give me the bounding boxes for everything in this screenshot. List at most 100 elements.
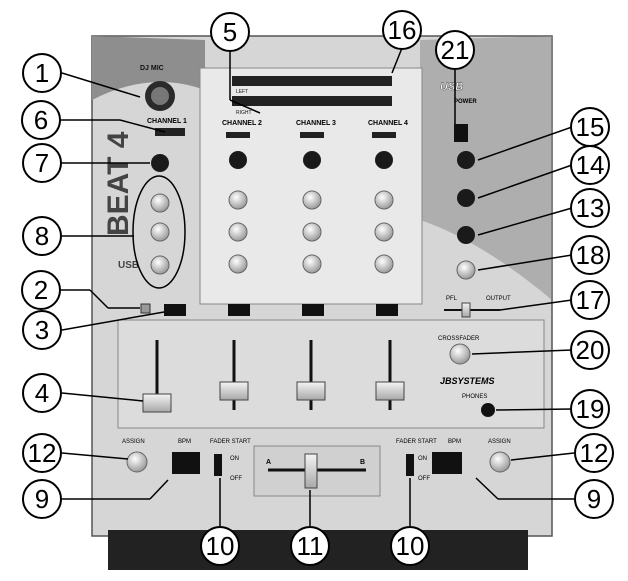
phones-label: PHONES (462, 394, 487, 400)
callout-number: 3 (35, 315, 49, 345)
beat4-vertical-brand: BEAT 4 (102, 131, 135, 236)
callout-number: 2 (34, 275, 48, 305)
callout-circle (570, 235, 610, 275)
on-label-right: ON (418, 456, 427, 462)
callout-number: 21 (441, 35, 470, 65)
callout-number: 14 (576, 150, 605, 180)
callout-number: 20 (576, 335, 605, 365)
top-right-shade (420, 36, 552, 300)
output-label: OUTPUT (486, 296, 511, 302)
channel-1-label: CHANNEL 1 (147, 118, 187, 125)
callout-circle (570, 145, 610, 185)
callout-circle (210, 12, 250, 52)
callout-number: 10 (206, 531, 235, 561)
fader-start-label-left: FADER START (210, 439, 251, 445)
usb-vertical-label: USB (118, 260, 139, 271)
ch1-cue-button (164, 304, 186, 316)
fader-start-switch-right (406, 454, 414, 476)
cue-mix-knob (456, 260, 476, 280)
brand-logo: JBSYSTEMS (440, 376, 495, 386)
vu-right-label: RIGHT (236, 110, 252, 116)
callout-circle (22, 433, 62, 473)
channel-2-label: CHANNEL 2 (222, 120, 262, 127)
phones-jack (481, 403, 495, 417)
callout-number: 6 (34, 105, 48, 135)
crossfader-b-label: B (360, 459, 365, 466)
ch1-gain-knob (151, 154, 169, 172)
usb-gain-knob (457, 226, 475, 244)
vu-meter-right (232, 96, 392, 106)
callout-circle (435, 30, 475, 70)
callout-number: 9 (587, 484, 601, 514)
top-left-shade (92, 36, 205, 100)
callout-number: 8 (35, 221, 49, 251)
callout-number: 11 (297, 531, 324, 561)
ch3-input-switch (300, 132, 324, 138)
channel-faders (142, 340, 405, 413)
crossfader-curve-knob (449, 343, 471, 365)
callout-number: 5 (223, 17, 237, 47)
callout-circle (22, 310, 62, 350)
callout-number: 1 (35, 58, 49, 88)
callout-number: 17 (576, 285, 605, 315)
mic-gain-knob (457, 189, 475, 207)
ch2-gain-knob (229, 151, 247, 169)
assign-knob-left (126, 451, 148, 473)
callout-circle (21, 100, 61, 140)
ch4-cue-button (376, 304, 398, 316)
ch4-gain-knob (375, 151, 393, 169)
callout-number: 12 (580, 438, 609, 468)
ch3-gain-knob (303, 151, 321, 169)
fader-start-switch-left (214, 454, 222, 476)
callout-circle (22, 373, 62, 413)
dj-mic-label: DJ MIC (140, 65, 164, 72)
callout-circle (22, 143, 62, 183)
fader-panel (117, 319, 545, 429)
eq-group-outline (132, 175, 186, 289)
ch2-cue-button (228, 304, 250, 316)
on-label-left: ON (230, 456, 239, 462)
ch1-input-switch (155, 128, 185, 136)
crossfader (304, 453, 318, 489)
callout-circle (390, 526, 430, 566)
ch4-input-switch (372, 132, 396, 138)
callout-circle (22, 53, 62, 93)
vu-left-label: LEFT (236, 89, 248, 95)
callout-circle (22, 479, 62, 519)
off-label-right: OFF (418, 476, 430, 482)
callout-number: 15 (576, 112, 605, 142)
pfl-label: PFL (446, 296, 458, 302)
callout-circle (290, 526, 330, 566)
channel-3-label: CHANNEL 3 (296, 120, 336, 127)
callout-number: 4 (35, 378, 49, 408)
callout-circle (574, 479, 614, 519)
callout-circle (570, 280, 610, 320)
channel-4-label: CHANNEL 4 (368, 120, 408, 127)
fader-start-label-right: FADER START (396, 439, 437, 445)
master-gain-knob (457, 151, 475, 169)
callout-circle (570, 389, 610, 429)
callout-circle (570, 188, 610, 228)
ch3-cue-button (302, 304, 324, 316)
cue-mix-slider (461, 302, 471, 318)
callout-circle (200, 526, 240, 566)
vu-meter-left (232, 76, 392, 86)
power-switch (454, 124, 468, 142)
usb-logo: USB (440, 81, 463, 93)
callout-number: 9 (35, 484, 49, 514)
off-label-left: OFF (230, 476, 242, 482)
callout-circle (22, 216, 62, 256)
ch2-input-switch (226, 132, 250, 138)
callout-circle (382, 10, 422, 50)
bpm-label-left: BPM (178, 439, 191, 445)
power-label: POWER (454, 99, 477, 105)
bpm-display-left (172, 452, 200, 474)
assign-label-right: ASSIGN (488, 439, 511, 445)
callout-circle (574, 433, 614, 473)
callout-number: 10 (396, 531, 425, 561)
assign-knob-right (489, 451, 511, 473)
callout-circle (21, 270, 61, 310)
